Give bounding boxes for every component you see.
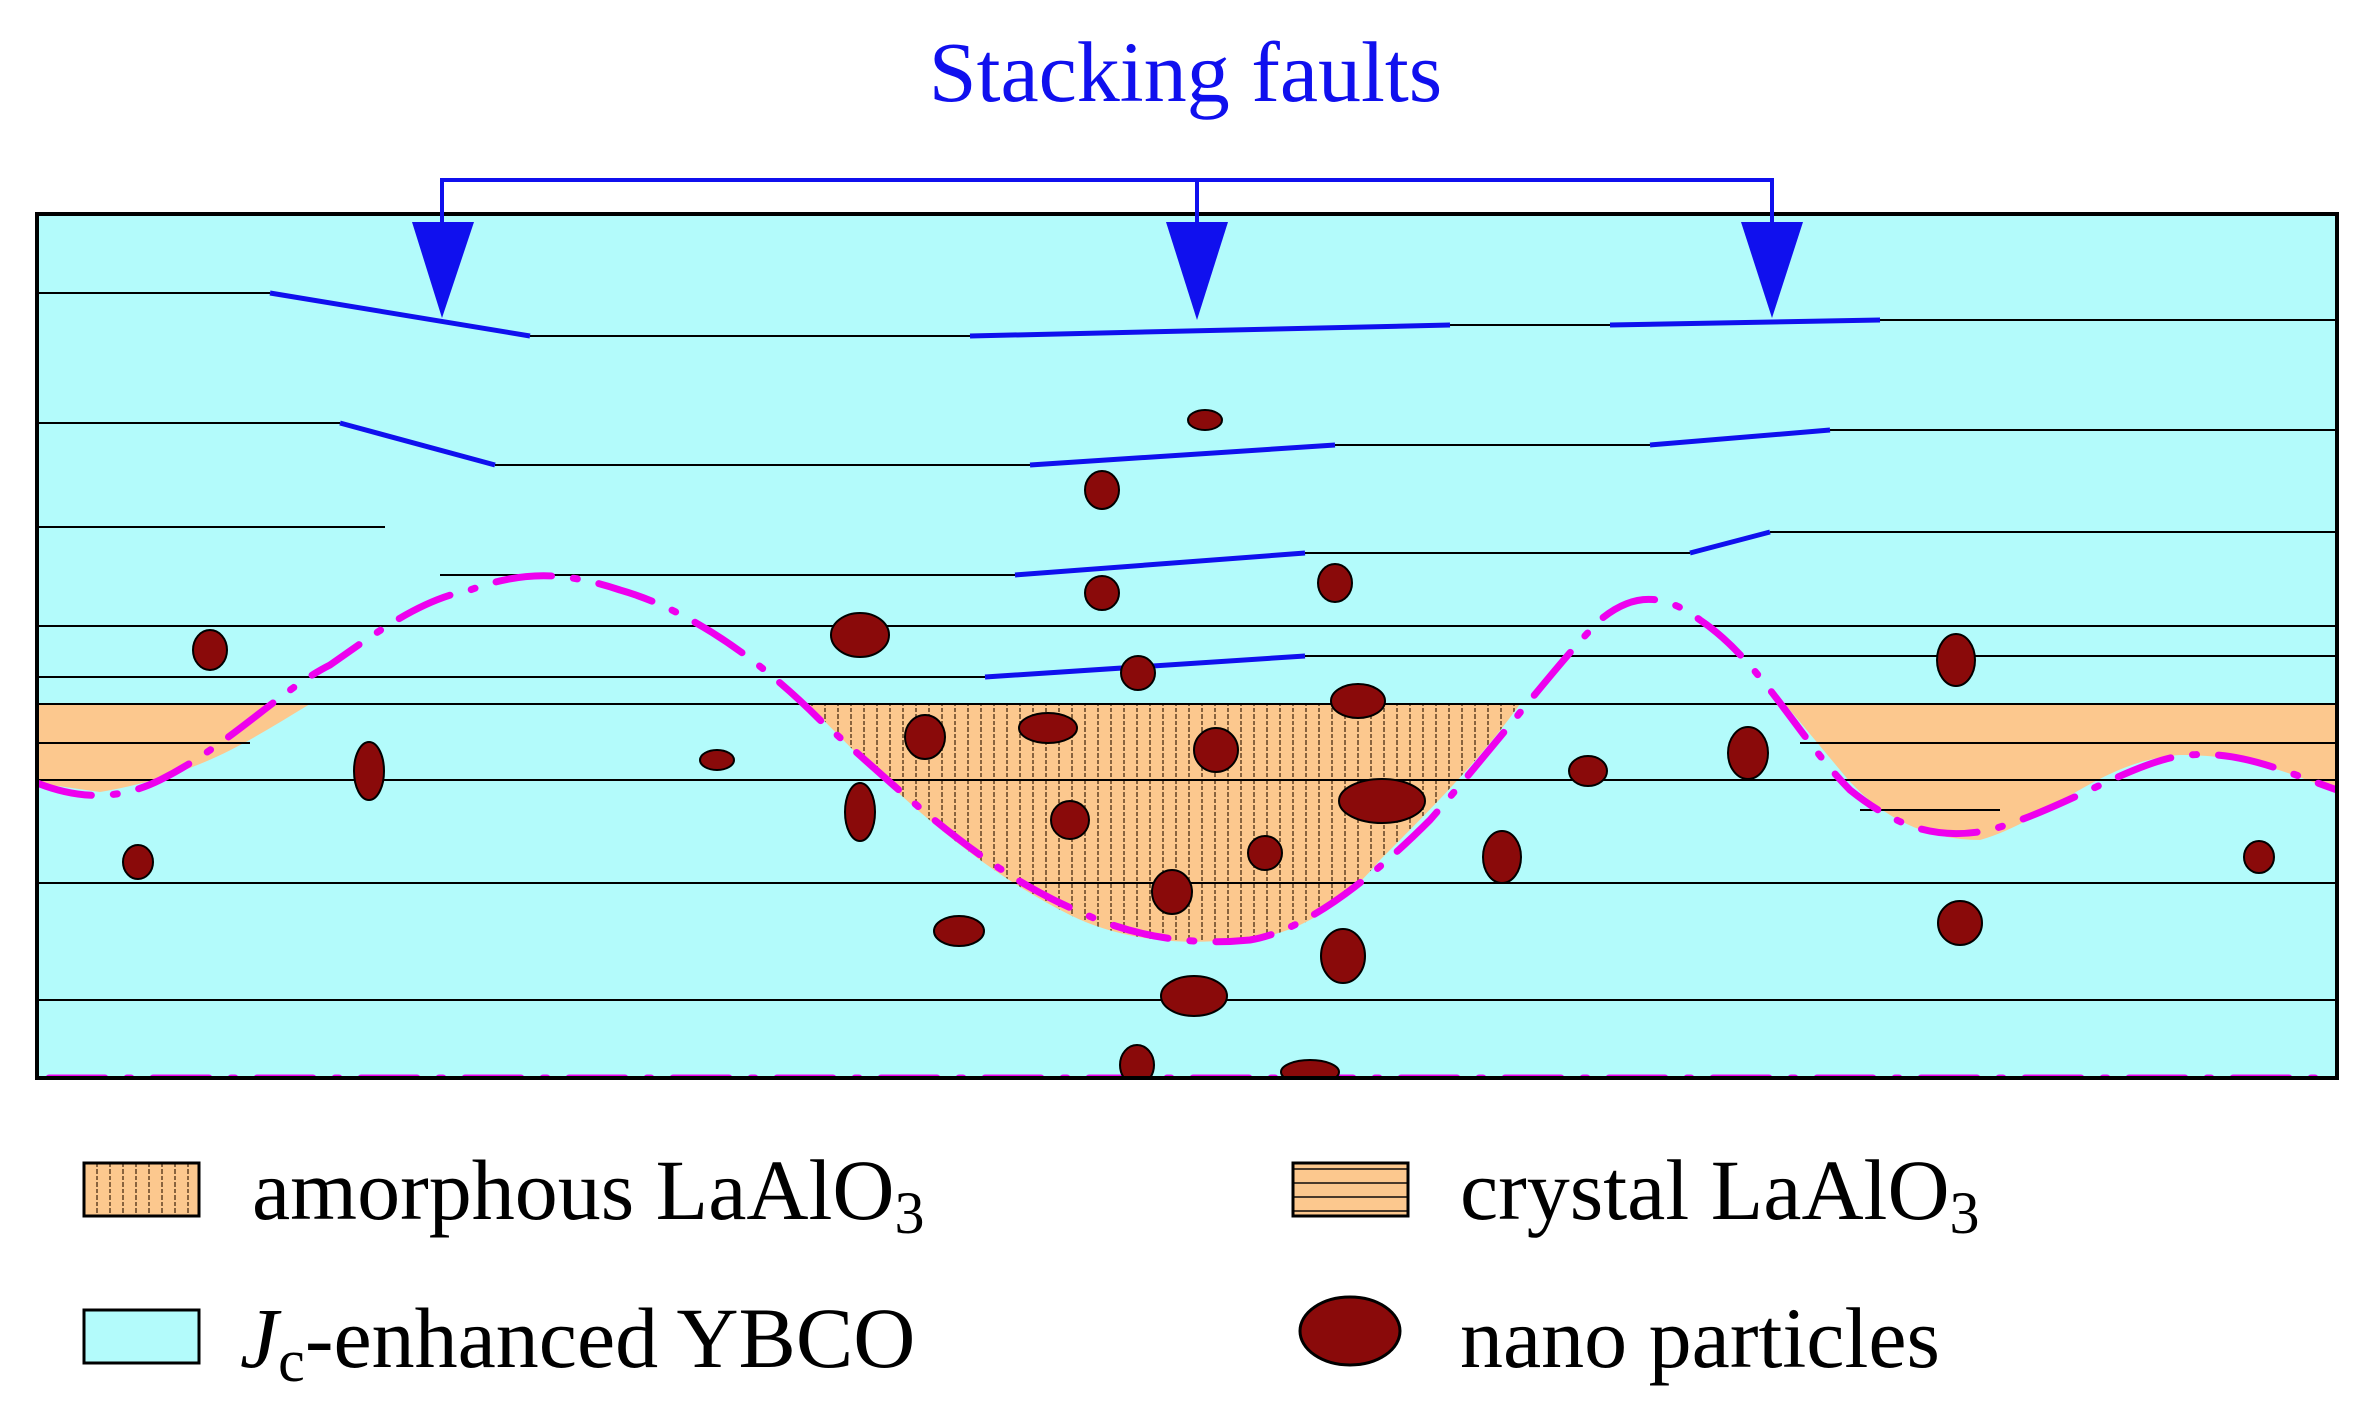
- nano-particle: [1568, 755, 1608, 787]
- nano-particle: [1187, 409, 1223, 431]
- nano-particle: [1317, 563, 1353, 603]
- legend-swatch-ybco: [82, 1308, 201, 1365]
- nano-particle: [1018, 712, 1078, 744]
- nano-particle: [1937, 900, 1983, 946]
- nano-particle: [1247, 835, 1283, 871]
- legend-swatch-crystal: [1291, 1161, 1410, 1218]
- nano-particle: [192, 629, 228, 671]
- nano-particle: [1320, 928, 1366, 984]
- diagram-frame: [35, 212, 2339, 1080]
- nano-particle: [1280, 1059, 1340, 1078]
- stacking-fault-arrows: [412, 178, 1803, 320]
- nano-particle: [2243, 840, 2275, 874]
- legend-amorphous-label: amorphous LaAlO3: [252, 1142, 925, 1246]
- legend-nano-label: nano particles: [1460, 1290, 1940, 1386]
- nano-particle: [1084, 575, 1120, 611]
- legend-ybco-label: Jc-enhanced YBCO: [240, 1290, 916, 1394]
- nano-particle: [1050, 800, 1090, 840]
- nano-particle: [904, 714, 946, 760]
- nano-particle: [353, 741, 385, 801]
- crystal-lao-right: [1785, 704, 2337, 840]
- nano-particle: [1338, 778, 1426, 824]
- stacking-faults-title: Stacking faults: [928, 24, 1443, 120]
- nano-particle: [1330, 683, 1386, 719]
- crystal-stripes: [37, 742, 2337, 811]
- nano-particle: [122, 844, 154, 880]
- nano-particle: [1119, 1044, 1155, 1078]
- nano-particle: [1151, 869, 1193, 915]
- arrow-right: [1741, 222, 1803, 318]
- legend-swatch-amorphous: [82, 1161, 201, 1218]
- nano-particle: [1193, 727, 1239, 773]
- interface-curve: [37, 572, 2337, 1078]
- nano-particle: [933, 915, 985, 947]
- nano-particle: [1120, 655, 1156, 691]
- nano-particle: [1084, 470, 1120, 510]
- nano-particle: [830, 612, 890, 658]
- arrow-left: [412, 222, 474, 318]
- nano-particle: [1936, 633, 1976, 687]
- nano-particles: [122, 409, 2275, 1078]
- legend-swatch-nano: [1298, 1295, 1402, 1367]
- arrow-center: [1166, 222, 1228, 320]
- legend-crystal-label: crystal LaAlO3: [1460, 1142, 1980, 1246]
- nano-particle: [1482, 830, 1522, 884]
- ybco-layer: [37, 214, 2337, 1078]
- nano-particle: [699, 749, 735, 771]
- nano-particle: [1727, 726, 1769, 780]
- nano-particle: [1160, 975, 1228, 1017]
- nano-particle: [844, 782, 876, 842]
